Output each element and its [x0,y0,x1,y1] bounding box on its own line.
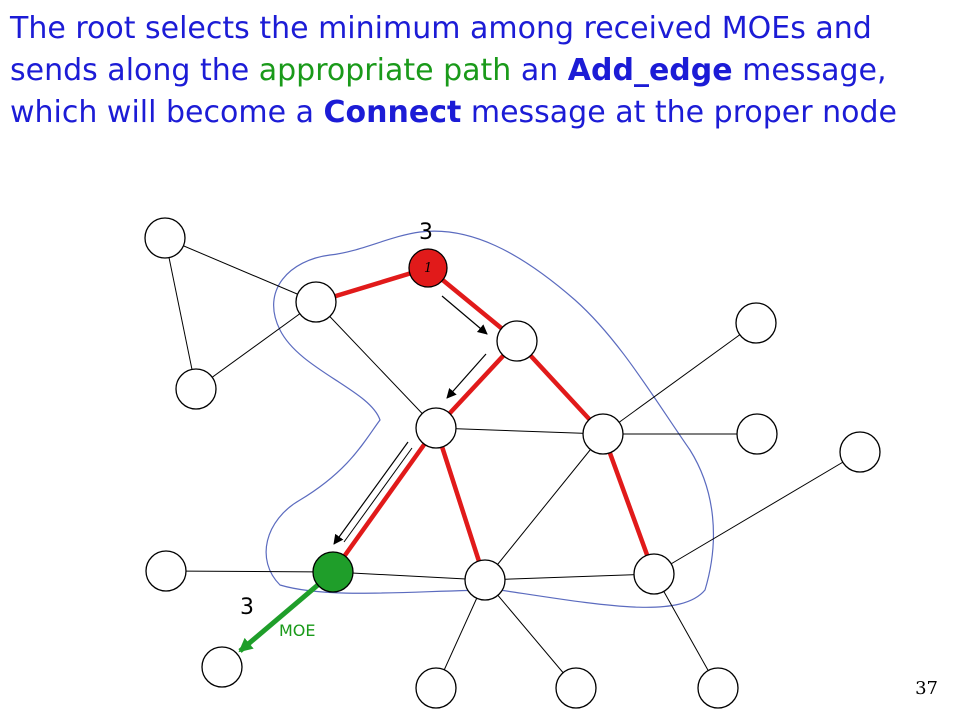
edge [164,237,317,303]
tree-edge [331,426,438,574]
edge [195,301,317,390]
tree-edge [515,339,605,436]
graph-node [295,281,337,323]
moe-node [312,551,354,593]
graph-node [415,667,457,709]
edge [484,579,577,689]
edge [484,433,604,581]
tree-edge [433,427,488,581]
graph-node [201,646,243,688]
add-edge-arrow-shadow [343,447,413,543]
moe-label: MOE [279,621,316,640]
graph-node [735,302,777,344]
graph-node [555,667,597,709]
edge [484,573,655,581]
moe-arrow [238,582,321,653]
edge [315,301,437,429]
graph-node [464,559,506,601]
edge [602,322,757,435]
text-part-1: The root selects the minimum among recei… [10,11,872,88]
slide-text: The root selects the minimum among recei… [10,8,950,134]
root-node [408,248,448,288]
graph-node [839,431,881,473]
text-part-5: message, which will become a [10,53,887,130]
add-edge-arrow [446,353,487,399]
edge [165,570,334,573]
edge [435,427,604,435]
edge [332,571,486,581]
root-id-label: 1 [424,261,432,276]
page-number: 37 [915,678,938,699]
graph-node [633,553,675,595]
graph-node [736,413,778,455]
fragment-outline [265,230,715,608]
text-connect: Connect [323,95,462,130]
text-part-7: message at the proper node [461,95,897,130]
graph-node [582,413,624,455]
add-edge-arrow [441,295,488,335]
edge [653,451,861,575]
graph-node [175,368,217,410]
edge [164,237,197,390]
moe-node-label: 3 [240,595,254,620]
edge [653,573,719,689]
graph-node [144,217,186,259]
graph-node [415,407,457,449]
text-add-edge: Add_edge [567,53,733,88]
text-appropriate-path: appropriate path [258,53,512,88]
graph-node [697,667,739,709]
text-part-3: an [511,53,568,88]
root-fragment-label: 3 [419,220,433,245]
tree-edge [600,433,657,575]
graph-node [496,320,538,362]
add-edge-arrow [333,441,409,545]
graph-node [145,550,187,592]
